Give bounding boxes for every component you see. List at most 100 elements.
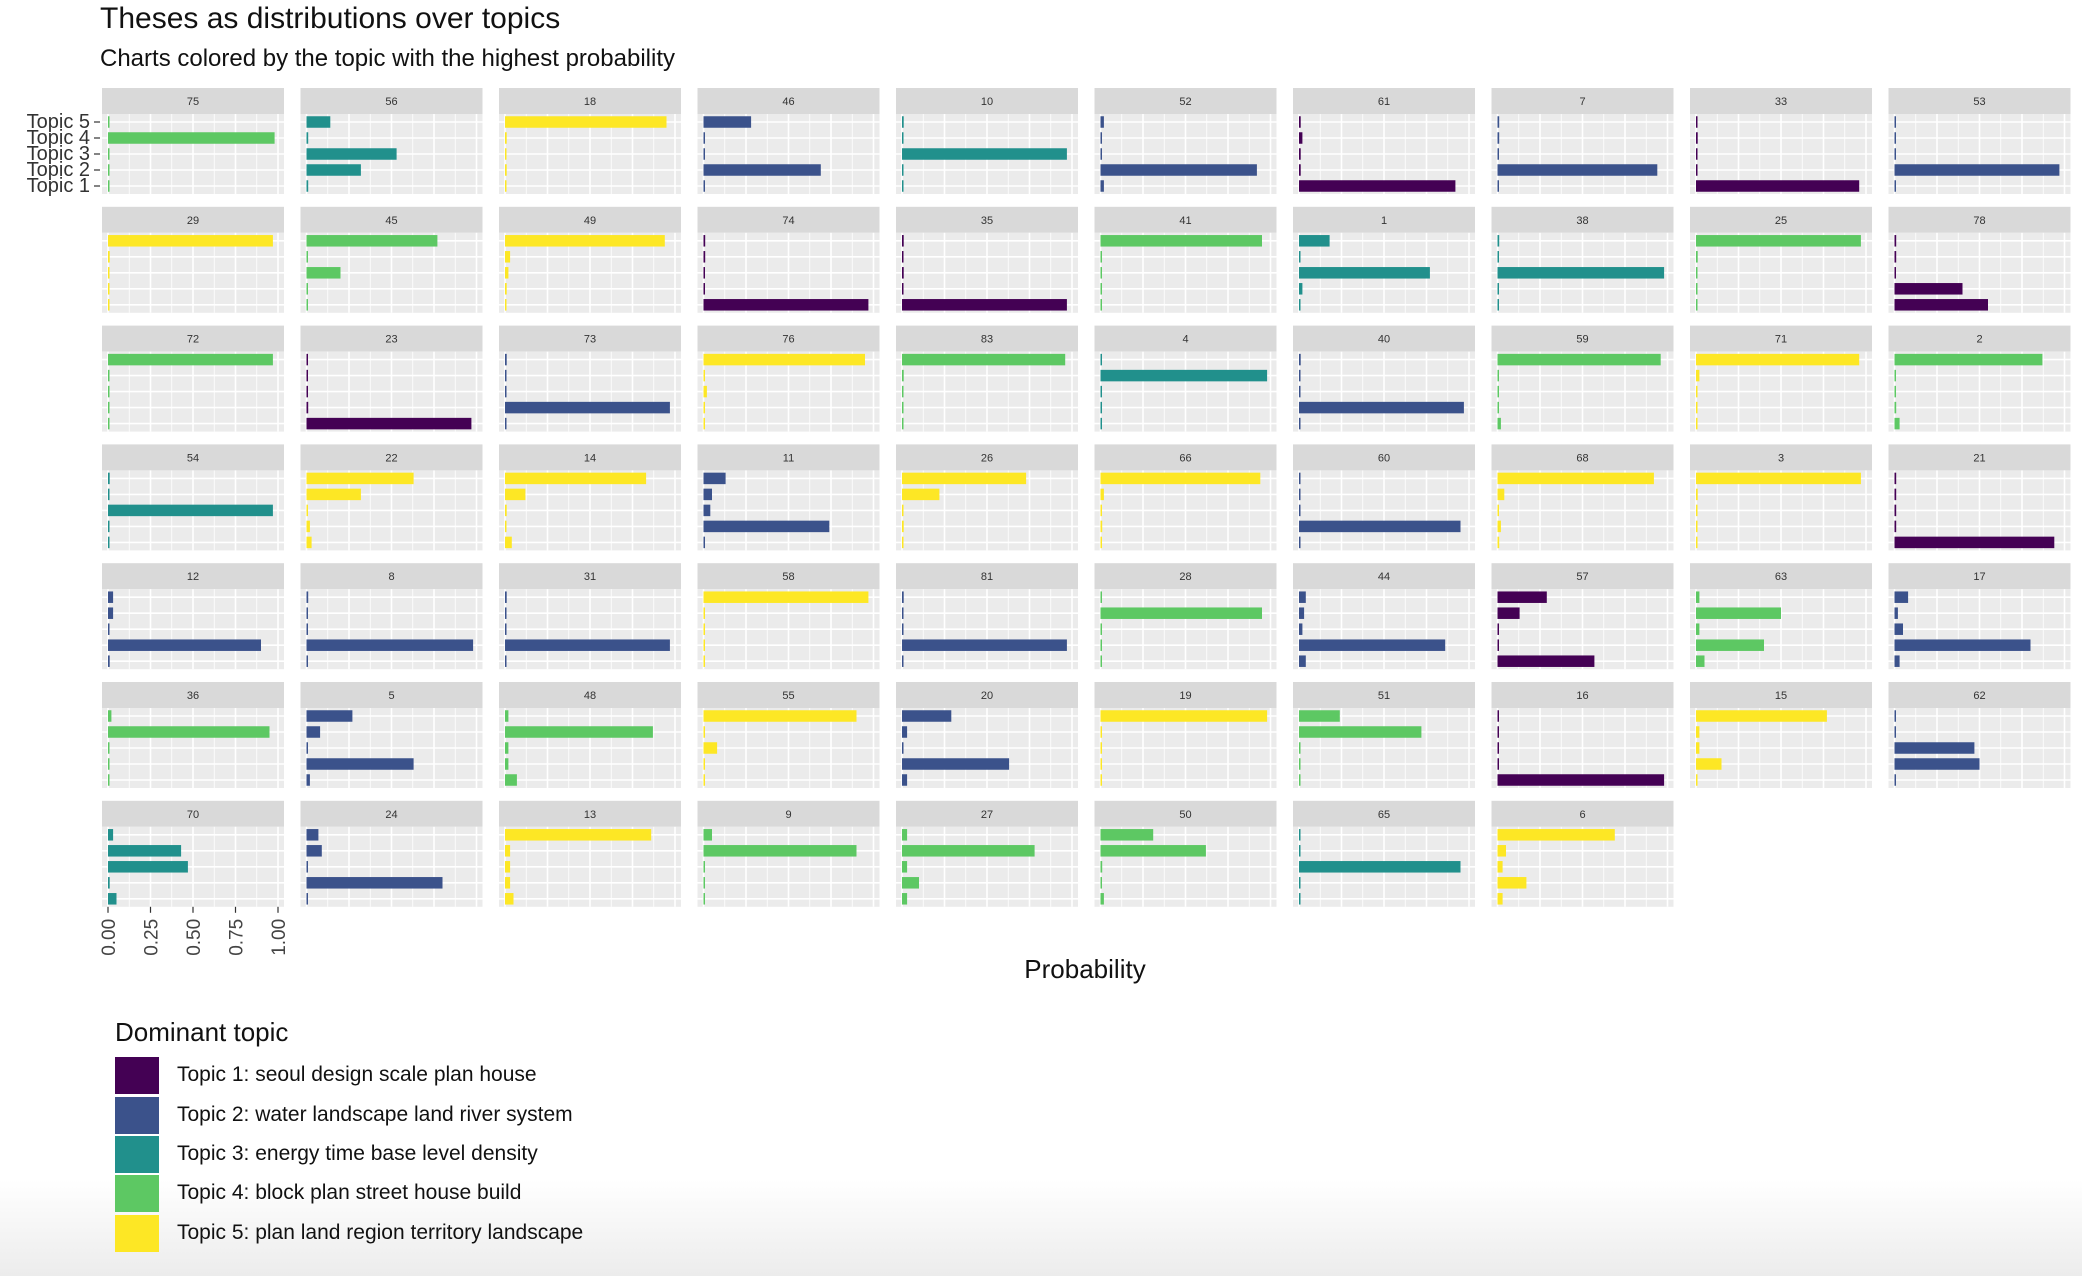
bar-72-topic-4 <box>108 369 110 382</box>
bar-63-topic-2 <box>1696 639 1764 651</box>
bar-59-topic-3 <box>1497 385 1499 398</box>
facet-label: 18 <box>584 96 596 108</box>
legend-key-topic-2 <box>115 1096 159 1134</box>
facet-strip <box>1690 88 1872 114</box>
facet-strip <box>300 682 483 708</box>
facet-label: 55 <box>782 690 794 702</box>
facet-strip <box>1491 88 1674 114</box>
bar-72-topic-3 <box>108 385 110 398</box>
bar-10-topic-1 <box>902 180 904 192</box>
bar-48-topic-1 <box>505 774 517 786</box>
bar-46-topic-3 <box>703 148 705 160</box>
bar-21-topic-5 <box>1894 472 1897 485</box>
bar-17-topic-5 <box>1894 591 1909 603</box>
bar-15-topic-1 <box>1696 774 1698 786</box>
bar-2-topic-2 <box>1894 401 1897 414</box>
legend-item-topic-3: Topic 3: energy time base level density <box>115 1135 538 1173</box>
facet-strip <box>102 563 284 590</box>
bar-44-topic-1 <box>1299 655 1306 667</box>
bar-51-topic-3 <box>1299 742 1301 754</box>
facet-strip <box>1690 682 1872 708</box>
legend-key-topic-4 <box>115 1174 159 1212</box>
bar-51-topic-4 <box>1299 726 1422 738</box>
bar-73-topic-1 <box>505 417 507 430</box>
bar-81-topic-4 <box>902 607 904 619</box>
bar-33-topic-1 <box>1696 180 1860 192</box>
facet-strip <box>499 682 681 708</box>
bar-17-topic-4 <box>1894 607 1898 619</box>
bar-63-topic-1 <box>1696 655 1705 667</box>
legend-item-topic-2: Topic 2: water landscape land river syst… <box>115 1096 573 1134</box>
bar-19-topic-1 <box>1100 774 1102 786</box>
bar-76-topic-5 <box>703 353 865 366</box>
bar-29-topic-4 <box>108 251 110 263</box>
facet-strip <box>1094 206 1277 233</box>
bar-18-topic-4 <box>505 132 507 144</box>
bar-36-topic-2 <box>108 758 110 770</box>
facet-label: 4 <box>1182 334 1188 346</box>
bar-25-topic-4 <box>1696 251 1698 263</box>
bar-71-topic-3 <box>1696 385 1698 398</box>
facet-label: 27 <box>981 809 993 821</box>
bar-70-topic-2 <box>108 877 110 889</box>
bar-78-topic-3 <box>1894 267 1896 279</box>
bar-66-topic-1 <box>1100 536 1102 549</box>
bar-33-topic-5 <box>1696 116 1698 128</box>
bar-41-topic-3 <box>1100 267 1102 279</box>
facet-label: 46 <box>782 96 794 108</box>
facet-strip <box>1888 444 2071 471</box>
bar-5-topic-4 <box>306 726 321 738</box>
bar-8-topic-1 <box>306 655 308 667</box>
bar-16-topic-3 <box>1497 742 1499 754</box>
bar-36-topic-5 <box>108 710 112 722</box>
bar-53-topic-5 <box>1894 116 1896 128</box>
bar-54-topic-2 <box>108 520 110 533</box>
bar-36-topic-1 <box>108 774 110 786</box>
bar-11-topic-3 <box>703 504 711 517</box>
bar-59-topic-5 <box>1497 353 1661 366</box>
bar-38-topic-3 <box>1497 267 1665 279</box>
bar-25-topic-3 <box>1696 267 1698 279</box>
legend-label-topic-1: Topic 1: seoul design scale plan house <box>177 1063 537 1086</box>
facet-strip <box>896 88 1078 114</box>
bar-41-topic-1 <box>1100 299 1102 311</box>
bar-36-topic-3 <box>108 742 110 754</box>
bar-83-topic-4 <box>902 369 904 382</box>
y-tick-label: Topic 2 <box>27 159 90 181</box>
facet-label: 45 <box>385 215 397 227</box>
legend-key-topic-1 <box>115 1056 159 1094</box>
bar-72-topic-5 <box>108 353 273 366</box>
facet-label: 50 <box>1179 809 1191 821</box>
bar-23-topic-1 <box>306 417 472 430</box>
bar-60-topic-1 <box>1299 536 1301 549</box>
bar-27-topic-3 <box>902 861 908 873</box>
bar-65-topic-4 <box>1299 845 1301 857</box>
bar-9-topic-4 <box>703 845 857 857</box>
bar-8-topic-4 <box>306 607 308 619</box>
x-tick-label: 0.75 <box>227 919 248 956</box>
bar-25-topic-5 <box>1696 235 1861 247</box>
bar-26-topic-1 <box>902 536 904 549</box>
bar-62-topic-1 <box>1894 774 1896 786</box>
facet-label: 10 <box>981 96 993 108</box>
bar-2-topic-4 <box>1894 369 1896 382</box>
bar-57-topic-3 <box>1497 623 1499 635</box>
bar-22-topic-5 <box>306 472 414 485</box>
bar-75-topic-5 <box>108 116 110 128</box>
facet-strip <box>1293 563 1475 590</box>
facet-strip <box>1094 682 1277 708</box>
legend-title: Dominant topic <box>115 1017 289 1047</box>
bar-21-topic-2 <box>1894 520 1897 533</box>
bar-70-topic-4 <box>108 845 182 857</box>
bar-40-topic-4 <box>1299 369 1301 382</box>
bar-63-topic-4 <box>1696 607 1781 619</box>
facet-strip <box>1690 563 1872 590</box>
facet-label: 56 <box>385 96 397 108</box>
bar-7-topic-2 <box>1497 164 1658 176</box>
facet-strip <box>1094 88 1277 114</box>
bar-7-topic-5 <box>1497 116 1500 128</box>
bar-78-topic-1 <box>1894 299 1988 311</box>
bar-44-topic-2 <box>1299 639 1446 651</box>
bar-61-topic-1 <box>1299 180 1456 192</box>
bar-45-topic-5 <box>306 235 438 247</box>
